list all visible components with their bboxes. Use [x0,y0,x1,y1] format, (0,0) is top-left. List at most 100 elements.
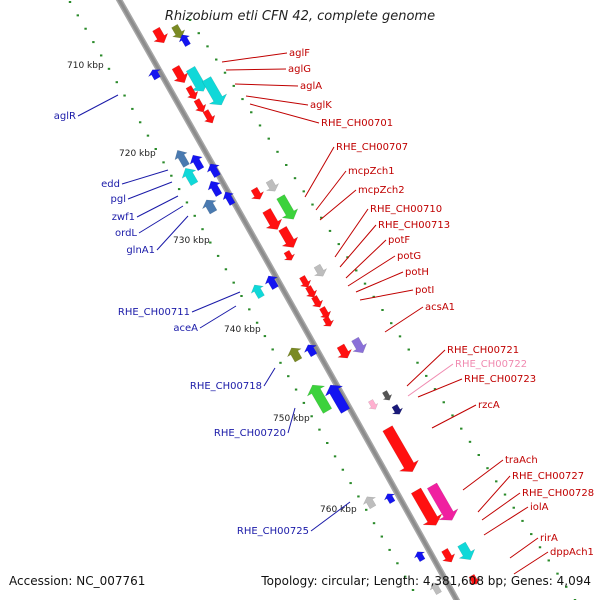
gene-arrow[interactable] [189,154,205,172]
gene-label-agla[interactable]: aglA [300,81,322,92]
gene-arrow[interactable] [174,149,190,168]
gene-arrow[interactable] [299,274,312,288]
dot-reverse-track [201,228,204,231]
gene-arrow[interactable] [276,194,299,220]
dot-forward-track [381,309,384,311]
dot-forward-track [197,32,200,35]
gene-label-dppach1[interactable]: dppAch1 [550,547,594,558]
gene-arrow[interactable] [178,34,191,48]
gene-arrow[interactable] [206,163,221,179]
gene-label-aglf[interactable]: aglF [289,48,310,59]
gene-label-rhe_ch00713[interactable]: RHE_CH00713 [378,220,450,231]
gene-label-rhe_ch00723[interactable]: RHE_CH00723 [464,374,536,385]
gene-arrow[interactable] [250,284,265,300]
gene-arrow[interactable] [426,482,459,521]
dot-forward-track [302,190,305,193]
gene-arrow[interactable] [262,207,283,230]
gene-label-rhe_ch00720[interactable]: RHE_CH00720 [214,428,286,439]
gene-label-rhe_ch00718[interactable]: RHE_CH00718 [190,381,262,392]
gene-arrow[interactable] [305,284,318,298]
gene-label-potg[interactable]: potG [397,251,421,262]
gene-label-rzca[interactable]: rzcA [478,400,500,411]
gene-arrow[interactable] [286,347,303,363]
gene-arrow[interactable] [264,275,279,291]
gene-label-rira[interactable]: rirA [540,533,558,544]
gene-arrow[interactable] [201,76,228,106]
gene-arrow[interactable] [306,384,333,414]
gene-label-rhe_ch00725[interactable]: RHE_CH00725 [237,526,309,537]
gene-label-rhe_ch00722[interactable]: RHE_CH00722 [455,359,527,370]
gene-label-edd[interactable]: edd [101,179,120,190]
gene-arrow[interactable] [382,425,420,472]
gene-arrow[interactable] [147,69,162,81]
gene-label-poth[interactable]: potH [405,267,429,278]
gene-arrow[interactable] [207,180,223,198]
gene-arrow[interactable] [303,344,318,358]
gene-arrow[interactable] [468,573,481,585]
dot-forward-track [468,440,472,443]
gene-arrow[interactable] [193,98,207,113]
gene-arrow[interactable] [410,487,443,526]
gene-label-traach[interactable]: traAch [505,455,538,466]
gene-label-rhe_ch00721[interactable]: RHE_CH00721 [447,345,519,356]
dot-forward-track [337,243,340,246]
gene-label-rhe_ch00707[interactable]: RHE_CH00707 [336,142,408,153]
gene-label-mcpzch2[interactable]: mcpZch2 [358,185,405,196]
gene-arrow[interactable] [391,403,404,415]
gene-label-poti[interactable]: potI [415,285,434,296]
gene-label-iola[interactable]: iolA [530,502,549,513]
gene-arrow[interactable] [283,249,296,261]
gene-label-potf[interactable]: potF [388,235,410,246]
gene-arrow[interactable] [429,582,442,596]
gene-label-rhe_ch00727[interactable]: RHE_CH00727 [512,471,584,482]
gene-arrow[interactable] [265,178,280,192]
gene-arrow[interactable] [171,23,186,39]
gene-arrow[interactable] [319,305,332,319]
gene-arrow[interactable] [381,390,393,401]
gene-arrow[interactable] [367,399,379,410]
dot-reverse-track [224,268,228,271]
gene-arrow[interactable] [413,551,426,563]
gene-label-aglg[interactable]: aglG [288,64,311,75]
gene-label-rhe_ch00701[interactable]: RHE_CH00701 [321,118,393,129]
gene-label-pgl[interactable]: pgl [111,194,126,205]
gene-label-zwf1[interactable]: zwf1 [112,212,135,223]
gene-label-mcpzch1[interactable]: mcpZch1 [348,166,395,177]
gene-arrow[interactable] [202,109,216,124]
dot-forward-track [390,322,393,325]
gene-arrow[interactable] [336,343,353,359]
gene-arrow[interactable] [171,64,189,84]
dot-reverse-track [84,27,87,30]
gene-label-aglk[interactable]: aglK [310,100,332,111]
gene-label-glna1[interactable]: glnA1 [126,245,155,256]
gene-arrow[interactable] [313,263,328,277]
dot-forward-track [206,45,209,48]
gene-arrow[interactable] [222,191,236,206]
gene-label-ordl[interactable]: ordL [115,228,137,239]
dot-forward-track [346,256,349,259]
tick-label: 730 kbp [173,236,210,246]
gene-label-rhe_ch00710[interactable]: RHE_CH00710 [370,204,442,215]
gene-label-acea[interactable]: aceA [173,323,198,334]
gene-arrow[interactable] [181,167,199,187]
gene-label-aglr[interactable]: aglR [54,111,76,122]
gene-arrow[interactable] [278,225,299,248]
gene-arrow[interactable] [457,541,476,561]
gene-arrow[interactable] [324,384,351,414]
gene-label-rhe_ch00728[interactable]: RHE_CH00728 [522,488,594,499]
gene-arrow[interactable] [383,493,396,505]
gene-arrow[interactable] [351,336,368,354]
gene-arrow[interactable] [362,496,377,510]
dot-reverse-track [404,575,407,578]
gene-label-rhe_ch00711[interactable]: RHE_CH00711 [118,307,190,318]
gene-label-acsa1[interactable]: acsA1 [425,302,455,313]
gene-arrow[interactable] [152,26,169,44]
gene-arrow[interactable] [185,85,199,100]
gene-arrow[interactable] [201,199,218,215]
gene-arrow[interactable] [441,547,456,563]
dot-forward-track [495,480,498,483]
gene-arrow[interactable] [322,315,335,327]
gene-arrow[interactable] [250,186,265,200]
gene-arrow[interactable] [311,294,324,308]
